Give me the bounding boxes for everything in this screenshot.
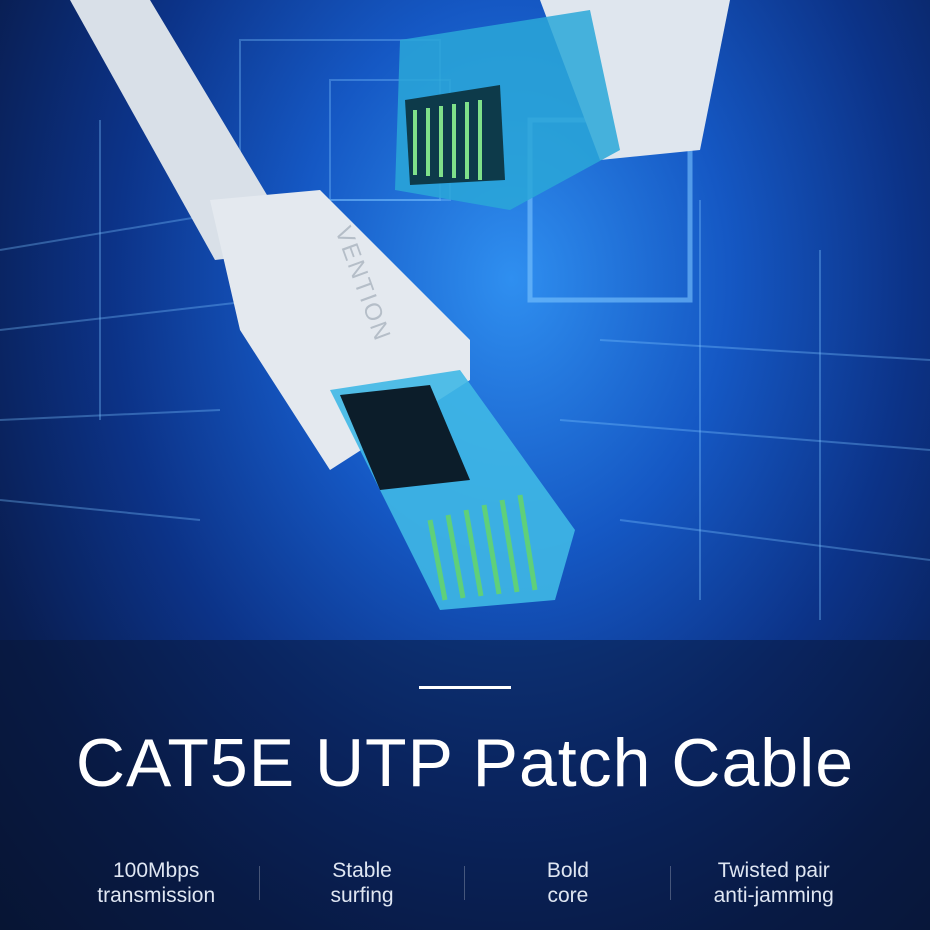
feature-line: Bold <box>546 859 589 882</box>
feature-line: anti-jamming <box>713 884 834 907</box>
cable <box>70 0 300 260</box>
feature-line: Twisted pair <box>717 859 830 882</box>
feature-line: surfing <box>330 884 394 907</box>
product-title: CAT5E UTP Patch Cable <box>75 725 855 801</box>
feature-separator <box>670 866 672 900</box>
feature-line: Stable <box>332 859 392 882</box>
feature-line: core <box>547 884 589 907</box>
feature-line: transmission <box>97 884 216 907</box>
main-connector: VENTION <box>210 190 575 610</box>
title-divider <box>419 686 511 689</box>
feature-separator <box>464 866 466 900</box>
feature-separator <box>258 866 260 900</box>
top-connector <box>395 0 730 210</box>
feature-line: 100Mbps <box>113 859 200 882</box>
